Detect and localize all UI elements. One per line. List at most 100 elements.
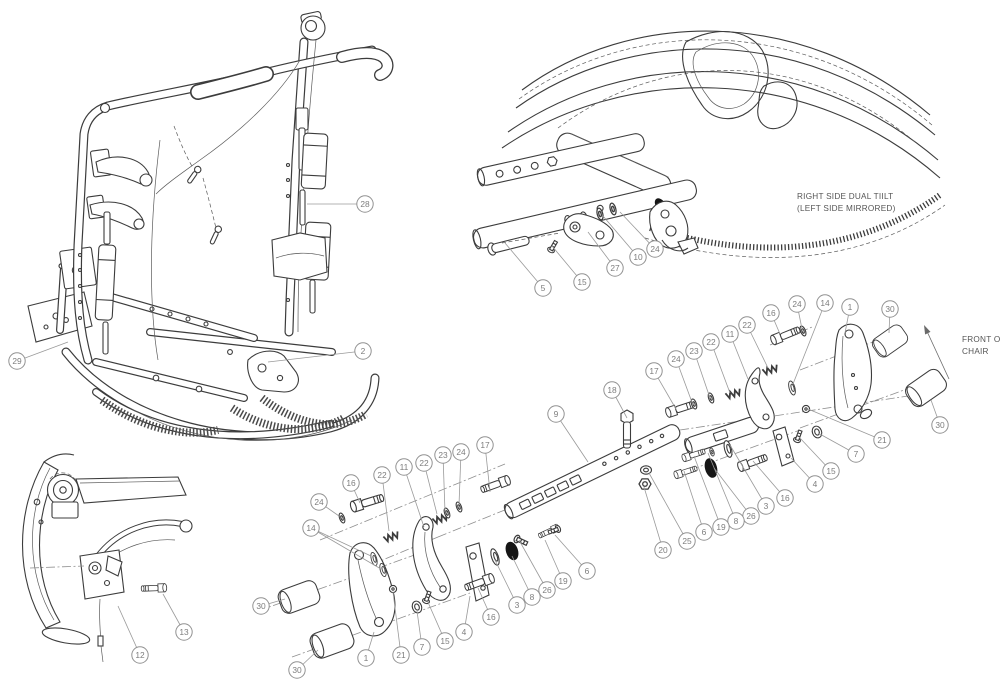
view-exploded-assembly [257,321,950,661]
bolt-18 [620,409,634,449]
callout-balloon [175,623,193,641]
callout-number: 21 [877,435,887,445]
callout-16: 16 [342,474,361,504]
leader-line [729,444,767,507]
callout-balloon [702,333,720,351]
callout-number: 27 [610,263,620,273]
callout-balloon [646,240,664,258]
callout-number: 17 [480,440,490,450]
callout-balloon [788,295,806,313]
callout-15: 15 [426,599,454,650]
note-line-2: (LEFT SIDE MIRRORED) [797,204,896,213]
callout-number: 9 [554,409,559,419]
callout-number: 19 [716,522,726,532]
callout-number: 15 [826,466,836,476]
callout-number: 7 [854,449,859,459]
callout-number: 16 [346,478,356,488]
callout-balloon [776,489,794,507]
callout-balloon [573,273,591,291]
callout-number: 30 [292,665,302,675]
callout-6: 6 [554,534,596,580]
callout-16: 16 [762,304,781,335]
leader-line [381,474,390,532]
callout-balloon [413,638,431,656]
callout-balloon [434,446,452,464]
callout-22: 22 [415,454,438,515]
callout-balloon [342,474,360,492]
callout-balloon [822,462,840,480]
callout-22: 22 [373,466,391,532]
leader-line [458,451,462,506]
leader-line [683,470,705,533]
callout-14: 14 [792,294,834,385]
front-of-chair-line-2: CHAIR [962,347,989,356]
callout-balloon [482,608,500,626]
callout-balloon [806,475,824,493]
callout-balloon [8,352,26,370]
callout-15: 15 [798,436,840,480]
callout-27: 27 [587,231,624,277]
callout-21: 21 [392,591,410,664]
callout-number: 30 [935,420,945,430]
callout-22: 22 [702,333,731,394]
callout-number: 3 [764,501,769,511]
callout-11: 11 [721,325,749,380]
leader-line [807,408,883,441]
callout-number: 23 [689,346,699,356]
callout-balloon [873,431,891,449]
callout-number: 20 [658,545,668,555]
callout-23: 23 [434,446,452,513]
leader-line [710,341,731,394]
callout-9: 9 [547,405,589,463]
callout-13: 13 [162,593,193,641]
callout-number: 22 [742,320,752,330]
callout-14: 14 [302,519,382,570]
callout-5: 5 [504,242,552,297]
leader-line [648,472,688,542]
callout-15: 15 [551,245,591,291]
callout-number: 24 [650,244,660,254]
callout-number: 5 [541,283,546,293]
leader-line [117,605,141,656]
callout-4: 4 [455,595,473,641]
tube-9 [503,424,681,520]
callout-balloon [310,493,328,511]
callout-number: 26 [542,585,552,595]
leader-line [392,591,402,656]
callout-number: 24 [671,354,681,364]
callout-7: 7 [817,432,865,463]
callout-30: 30 [252,597,286,615]
callout-number: 10 [633,252,643,262]
callout-balloon [476,436,494,454]
callout-28: 28 [307,195,374,213]
callout-balloon [629,248,647,266]
callout-number: 8 [530,592,535,602]
leader-line [602,215,639,258]
callout-18: 18 [603,381,628,419]
callout-balloon [452,443,470,461]
callout-number: 6 [702,527,707,537]
callout-1: 1 [357,631,375,667]
callout-number: 24 [314,497,324,507]
callout-8: 8 [511,555,541,606]
callout-number: 22 [706,337,716,347]
tube-right [684,416,760,455]
callout-balloon [727,512,745,530]
leader-line [16,341,69,362]
callout-8: 8 [707,452,745,530]
callout-balloon [757,497,775,515]
note-line-1: RIGHT SIDE DUAL TIILT [797,192,893,201]
leader-line [310,527,382,570]
callout-number: 22 [377,470,387,480]
callout-number: 16 [486,612,496,622]
leader-line [713,467,752,517]
callout-number: 11 [726,329,735,339]
leader-line [403,466,425,528]
callout-16: 16 [752,460,794,507]
leader-line [792,302,826,385]
callout-balloon [678,532,696,550]
callout-number: 1 [848,302,853,312]
callout-balloon [455,623,473,641]
callout-balloon [523,588,541,606]
